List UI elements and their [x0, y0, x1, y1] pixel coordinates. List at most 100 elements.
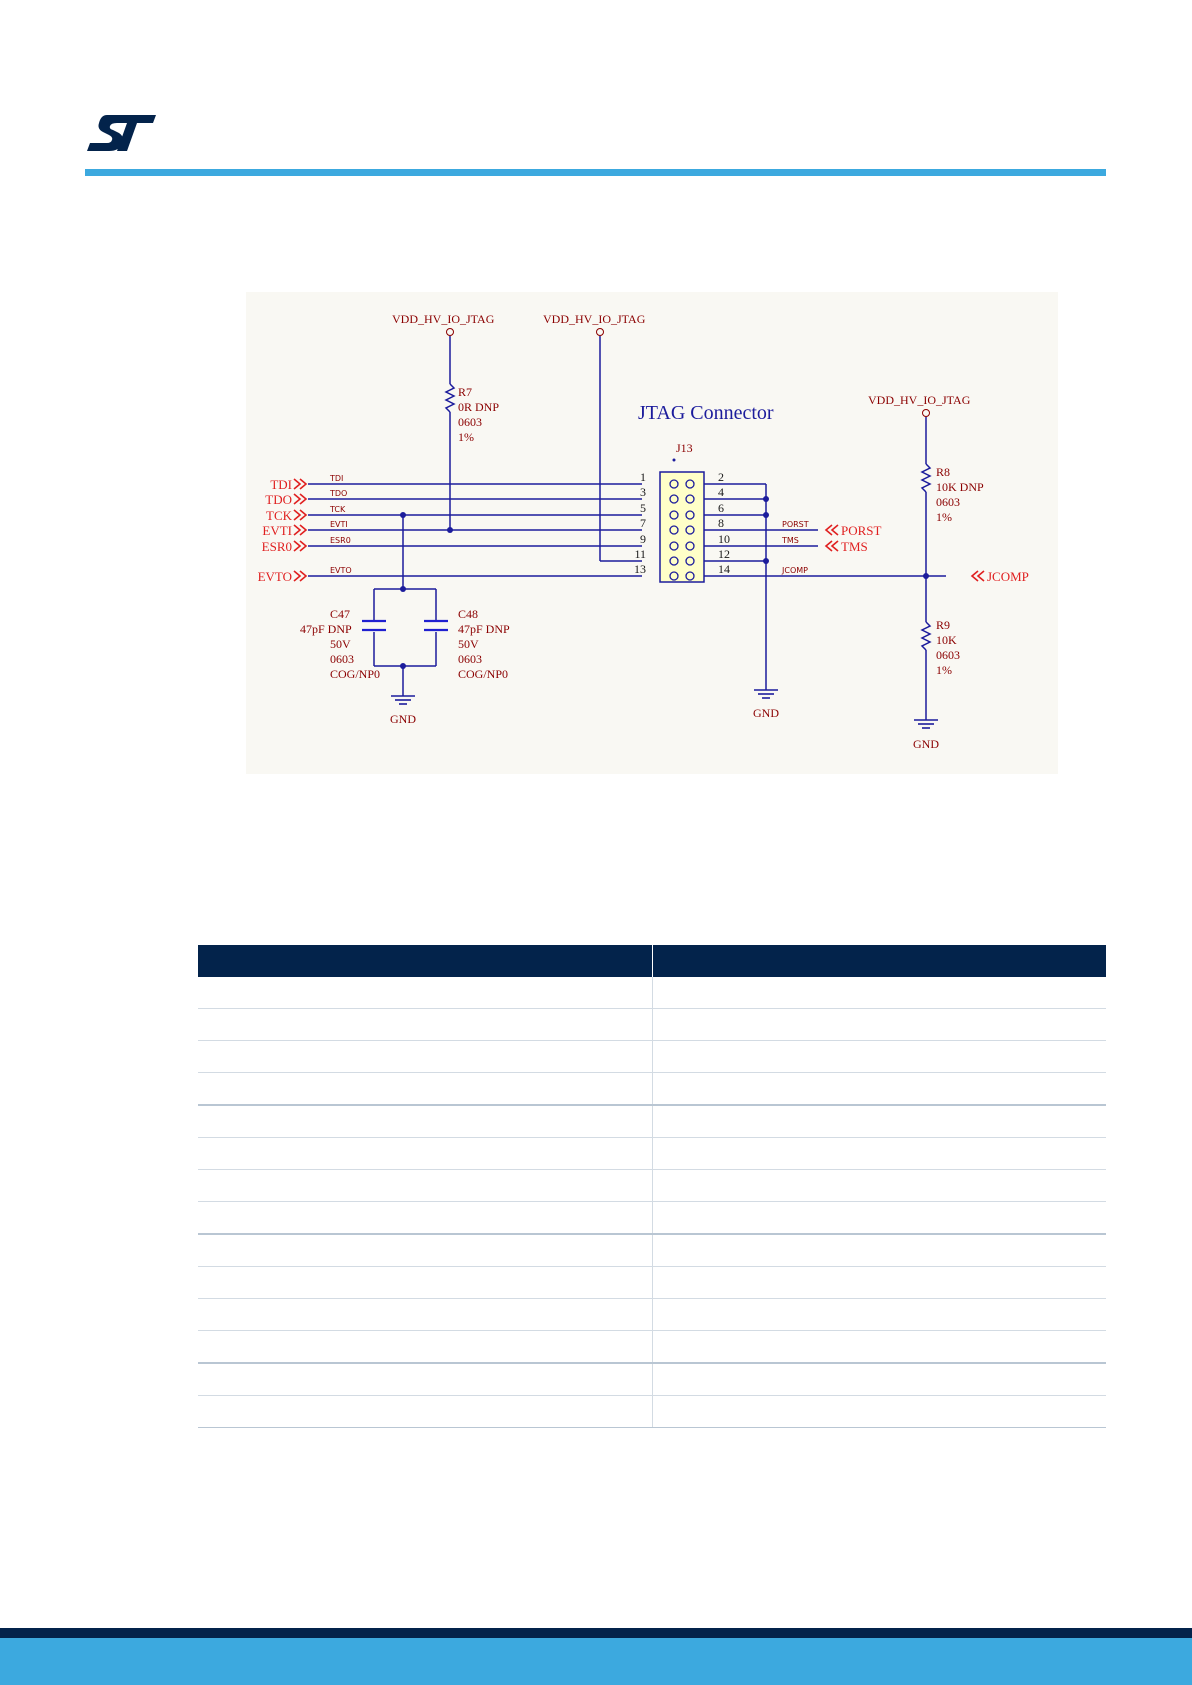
table-cell	[198, 1201, 653, 1235]
pin-number: 2	[718, 470, 724, 484]
pin-number: 9	[640, 532, 646, 546]
st-logo-icon	[87, 115, 156, 151]
gnd-symbol-connector	[753, 689, 779, 699]
pin-number: 1	[640, 470, 646, 484]
pin-number: 11	[634, 547, 646, 561]
c47-dielectric: COG/NP0	[330, 667, 380, 681]
c47-ref: C47	[330, 607, 350, 621]
net-label: JCOMP	[781, 566, 808, 575]
table-row	[198, 1137, 1106, 1170]
table-cell	[652, 1137, 1106, 1170]
table-cell	[652, 1008, 1106, 1041]
table-row	[198, 977, 1106, 1009]
footer-rule	[0, 1628, 1192, 1638]
r9-tolerance: 1%	[936, 663, 952, 677]
table-row	[198, 1072, 1106, 1106]
table-header-cell	[652, 945, 1106, 977]
jtag-pin-table	[198, 945, 1106, 1428]
jtag-schematic: JTAG Connector VDD_HV_IO_JTAG VDD_HV_IO_…	[246, 292, 1058, 774]
table-cell	[198, 1040, 653, 1073]
table-cell	[652, 1298, 1106, 1331]
port-esr0: ESR0	[262, 539, 292, 554]
table-cell	[652, 1072, 1106, 1106]
table-cell	[198, 977, 653, 1009]
table-row	[198, 1363, 1106, 1396]
net-label: ESR0	[330, 536, 351, 545]
port-tdi: TDI	[270, 477, 292, 492]
net-label: PORST	[782, 520, 809, 529]
table-row	[198, 1040, 1106, 1073]
gnd-symbol-r9	[913, 719, 939, 729]
table-row	[198, 1395, 1106, 1428]
pin-number: 12	[718, 547, 730, 561]
table-header-row	[198, 945, 1106, 977]
r8-package: 0603	[936, 495, 960, 509]
power-label-r8: VDD_HV_IO_JTAG	[868, 393, 971, 407]
power-pin-r7	[446, 328, 454, 336]
net-label: TDO	[329, 489, 347, 498]
footer-bar	[0, 1638, 1192, 1685]
connector-pins	[669, 479, 695, 581]
table-cell	[198, 1234, 653, 1267]
table-cell	[198, 1363, 653, 1396]
c48-value: 47pF DNP	[458, 622, 510, 636]
c48-ref: C48	[458, 607, 478, 621]
table-row	[198, 1298, 1106, 1331]
table-row	[198, 1266, 1106, 1299]
pin-number: 10	[718, 532, 730, 546]
pin-number: 6	[718, 501, 724, 515]
c47-voltage: 50V	[330, 637, 351, 651]
r7-package: 0603	[458, 415, 482, 429]
pin-number: 5	[640, 501, 646, 515]
c48-dielectric: COG/NP0	[458, 667, 508, 681]
table-cell	[198, 1330, 653, 1364]
table-row	[198, 1201, 1106, 1235]
r9-package: 0603	[936, 648, 960, 662]
r7-ref: R7	[458, 385, 472, 399]
table-cell	[198, 1298, 653, 1331]
c48-package: 0603	[458, 652, 482, 666]
gnd-symbol-caps	[390, 695, 416, 705]
table-row	[198, 1169, 1106, 1202]
gnd-label-r9: GND	[913, 737, 939, 751]
pin-number: 3	[640, 485, 646, 499]
table-cell	[198, 1008, 653, 1041]
schematic-title: JTAG Connector	[638, 402, 774, 424]
port-tdo: TDO	[265, 492, 292, 507]
power-pin-conn	[596, 328, 604, 336]
table-cell	[652, 1395, 1106, 1428]
net-label: TCK	[329, 505, 346, 514]
port-jcomp: JCOMP	[987, 569, 1029, 584]
pin-number: 8	[718, 516, 724, 530]
r8-ref: R8	[936, 465, 950, 479]
power-pin-r8	[922, 409, 930, 417]
port-tms: TMS	[841, 539, 868, 554]
gnd-label-connector: GND	[753, 706, 779, 720]
port-evti: EVTI	[262, 523, 292, 538]
c47-package: 0603	[330, 652, 354, 666]
table-cell	[652, 1330, 1106, 1364]
r8-value: 10K DNP	[936, 480, 984, 494]
table-cell	[198, 1105, 653, 1138]
table-row	[198, 1234, 1106, 1267]
table-row	[198, 1008, 1106, 1041]
table-cell	[198, 1395, 653, 1428]
net-label: TMS	[781, 536, 799, 545]
table-cell	[652, 1105, 1106, 1138]
port-tck: TCK	[266, 508, 293, 523]
c48-voltage: 50V	[458, 637, 479, 651]
net-label: EVTI	[330, 520, 348, 529]
pin-number: 13	[634, 562, 646, 576]
pin-number: 4	[718, 485, 724, 499]
table-cell	[198, 1266, 653, 1299]
table-cell	[652, 1363, 1106, 1396]
header-rule	[85, 169, 1106, 176]
table-cell	[652, 1169, 1106, 1202]
net-label: TDI	[329, 474, 343, 483]
net-label: EVTO	[330, 566, 352, 575]
r8-tolerance: 1%	[936, 510, 952, 524]
table-header-cell	[198, 945, 653, 977]
table-cell	[198, 1169, 653, 1202]
table-cell	[652, 1234, 1106, 1267]
pin-number: 7	[640, 516, 646, 530]
